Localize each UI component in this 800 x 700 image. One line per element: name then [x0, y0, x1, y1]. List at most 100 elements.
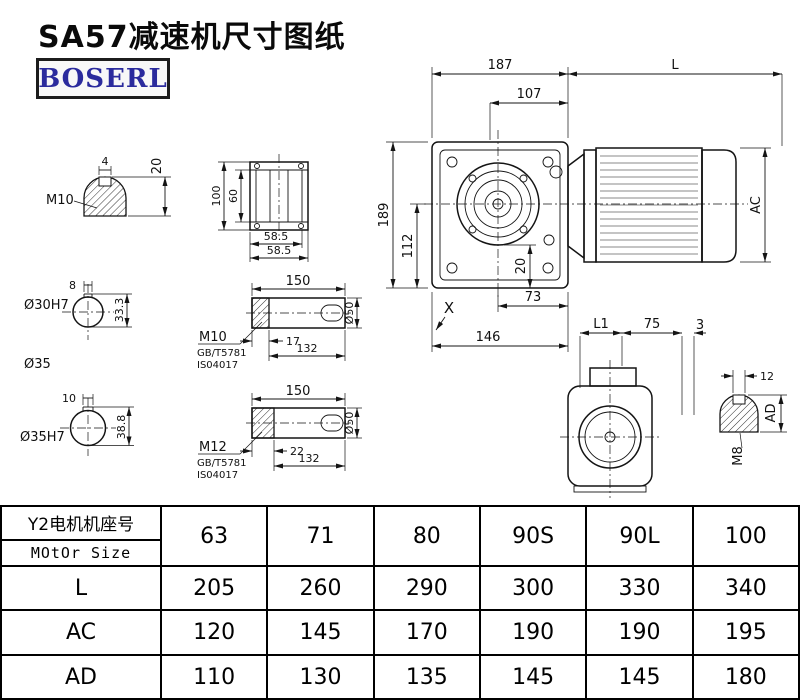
- table-cell: 340: [691, 565, 800, 611]
- dim-75: 75: [644, 317, 661, 332]
- label-m12-shaft: M12: [199, 440, 227, 455]
- table-cell: 190: [478, 609, 588, 656]
- dim-17: 17: [286, 335, 300, 348]
- dim-107: 107: [517, 87, 542, 102]
- dim-150-a: 150: [286, 274, 311, 289]
- dim-20-key: 20: [150, 158, 165, 175]
- corner-bolt: [542, 156, 554, 168]
- table-cell: 260: [266, 565, 375, 611]
- table-row: AC 120 145 170 190 190 195: [0, 609, 800, 656]
- motor-end-view: L1 75 3: [560, 317, 706, 498]
- flange-body: [249, 161, 309, 231]
- dim-dia50-b: Ø50: [343, 412, 356, 435]
- row-label: L: [0, 565, 162, 611]
- hollow-shaft-bore-view-35: 10 Ø35H7 38.8: [20, 392, 134, 456]
- dim-132-b: 132: [299, 452, 320, 465]
- input-key-section-view: 12 M8 AD: [719, 370, 787, 466]
- section-mark-x: X: [444, 299, 454, 317]
- dim-ad: AD: [764, 404, 779, 423]
- label-m10-shaft: M10: [199, 330, 227, 345]
- label-shaft-35: Ø35: [24, 357, 51, 372]
- table-cell: 205: [159, 565, 269, 611]
- fan-cowl: [701, 149, 737, 263]
- terminal-box: [589, 367, 637, 387]
- row-label: AD: [0, 654, 162, 700]
- table-cell: 170: [372, 609, 481, 656]
- table-cell: 90S: [478, 505, 588, 567]
- output-bore: [456, 162, 540, 246]
- dim-100: 100: [210, 186, 223, 207]
- table-cell: 90L: [585, 505, 694, 567]
- dim-4: 4: [102, 155, 109, 168]
- table-cell: 290: [372, 565, 481, 611]
- dim-38-8: 38.8: [115, 415, 128, 440]
- table-cell: 330: [585, 565, 694, 611]
- dim-187: 187: [488, 58, 513, 73]
- motor-frame-label-en: MOtOr Size: [30, 544, 132, 562]
- table-header-label: Y2电机机座号 MOtOr Size: [0, 505, 162, 567]
- corner-bolt: [542, 262, 554, 274]
- table-header-row: Y2电机机座号 MOtOr Size 63 71 80 90S 90L 100: [0, 505, 800, 567]
- label-m8: M8: [731, 446, 746, 466]
- table-cell: 100: [691, 505, 800, 567]
- dim-10: 10: [62, 392, 76, 405]
- table-cell: 130: [266, 654, 375, 700]
- table-cell: 145: [585, 654, 694, 700]
- label-bore-35: Ø35H7: [20, 430, 65, 445]
- dim-ac: AC: [749, 196, 764, 214]
- motor-adapter: [567, 152, 585, 260]
- dim-motor-length: L: [671, 58, 679, 73]
- keyway: [320, 414, 344, 432]
- dim-189: 189: [377, 203, 392, 228]
- row-label: AC: [0, 609, 162, 656]
- shaft-body: [251, 297, 346, 329]
- shaft-side-view-m12: 150 M12 GB/T5781 IS04017 22 132 Ø50: [197, 384, 362, 481]
- table-cell: 145: [266, 609, 375, 656]
- dim-8: 8: [69, 279, 76, 292]
- hollow-shaft-bore-view-30: 8 Ø30H7 33.3 Ø35: [24, 279, 132, 372]
- output-flange-side-view: 100 60 58.5 58.5: [210, 154, 309, 262]
- dim-73: 73: [525, 290, 542, 305]
- gearbox-housing: [431, 141, 569, 289]
- table-cell: 195: [691, 609, 800, 656]
- motor-foot: [573, 485, 647, 493]
- label-bore-30: Ø30H7: [24, 298, 69, 313]
- dim-150-b: 150: [286, 384, 311, 399]
- dim-33-3: 33.3: [113, 298, 126, 323]
- table-cell: 63: [159, 505, 269, 567]
- dim-20: 20: [514, 258, 529, 275]
- dim-58-5-a: 58.5: [264, 230, 289, 243]
- motor-frame-label-cn: Y2电机机座号: [2, 507, 160, 541]
- corner-bolt: [446, 262, 458, 274]
- dim-3: 3: [696, 318, 704, 333]
- table-row: L 205 260 290 300 330 340: [0, 565, 800, 611]
- motor-flange: [583, 149, 597, 263]
- table-cell: 120: [159, 609, 269, 656]
- dim-112: 112: [401, 234, 416, 259]
- table-cell: 135: [372, 654, 481, 700]
- label-standard-2a: IS04017: [197, 360, 238, 371]
- label-standard-2b: IS04017: [197, 470, 238, 481]
- keyway-notch: [732, 394, 746, 405]
- dim-12: 12: [760, 370, 774, 383]
- brand-logo: BOSERL: [36, 58, 170, 99]
- table-cell: 190: [585, 609, 694, 656]
- shaft-key-section-view: M10 4 20: [46, 155, 171, 217]
- dim-22: 22: [290, 445, 304, 458]
- table-cell: 71: [266, 505, 375, 567]
- shaft-body: [251, 407, 346, 439]
- dim-146: 146: [476, 330, 501, 345]
- label-m10: M10: [46, 193, 74, 208]
- keyway: [320, 304, 344, 322]
- shaft-side-view-m10: 150 M10 GB/T5781 IS04017 17 132 Ø50: [197, 274, 362, 371]
- dim-l1: L1: [593, 317, 609, 332]
- dim-58-5-b: 58.5: [267, 244, 292, 257]
- corner-bolt: [446, 156, 458, 168]
- table-cell: 80: [372, 505, 481, 567]
- keyway-notch: [98, 176, 112, 187]
- dim-132-a: 132: [297, 342, 318, 355]
- label-standard-1a: GB/T5781: [197, 348, 247, 359]
- dimension-table: Y2电机机座号 MOtOr Size 63 71 80 90S 90L 100 …: [0, 505, 800, 700]
- technical-drawing: 187 L 107 189 112 20 73 146 X: [20, 58, 787, 498]
- label-standard-1b: GB/T5781: [197, 458, 247, 469]
